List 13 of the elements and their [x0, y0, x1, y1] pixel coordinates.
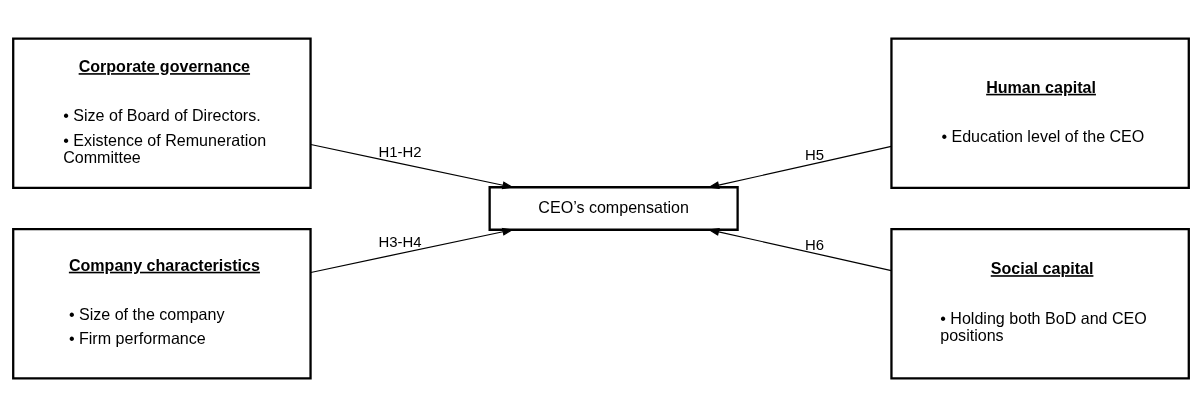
arrow: [707, 145, 892, 190]
node-box: Corporate governance • Size of Board of Directors. • Existence of Remuneration Committee: [12, 37, 312, 189]
arrow: [310, 227, 514, 274]
edge-label: H3-H4: [378, 232, 422, 250]
node-box: CEO’s compensation: [488, 186, 739, 231]
edge-label: H1-H2: [378, 143, 422, 161]
node-box: Human capital • Education level of the CEO: [890, 37, 1190, 189]
arrow: [707, 227, 892, 272]
node-box: Social capital • Holding both BoD and CEO positions: [890, 228, 1190, 380]
arrow: [310, 143, 514, 190]
edge-label: H5: [805, 145, 825, 163]
edge-label: H6: [805, 236, 825, 254]
node-box: Company characteristics • Size of the company • Firm performance: [12, 228, 312, 380]
